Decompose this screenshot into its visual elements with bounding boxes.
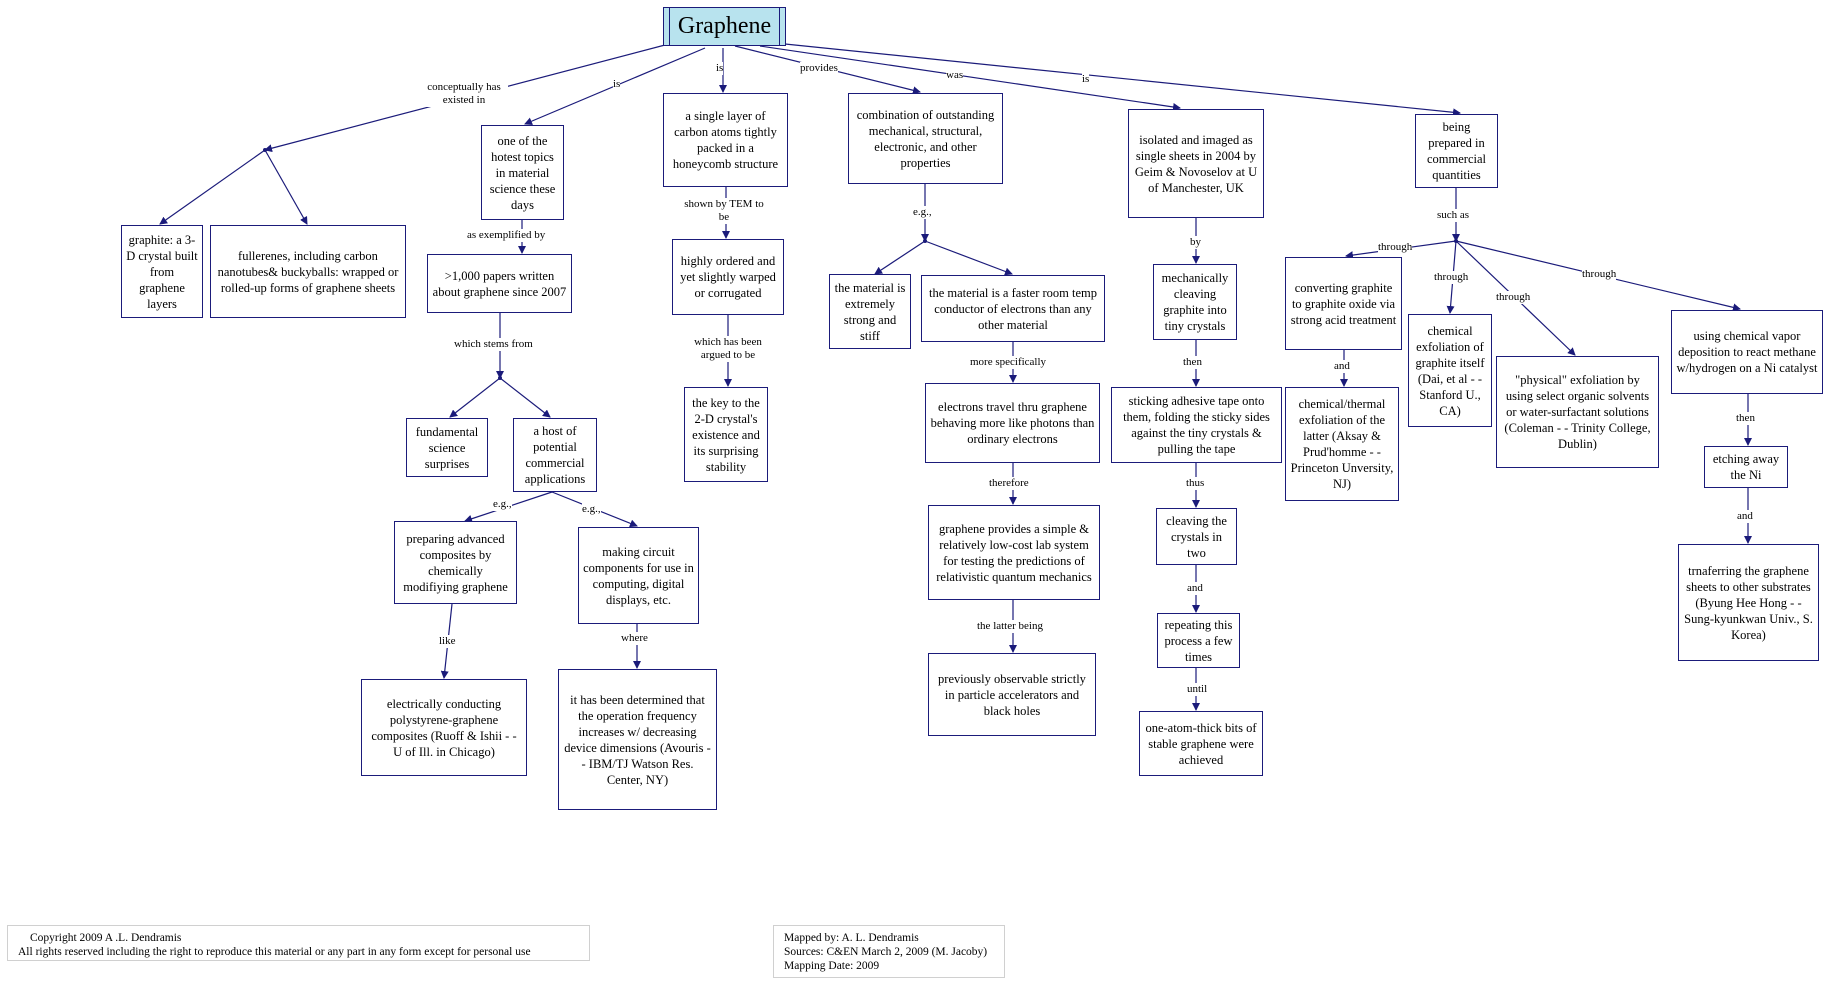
link-label: through	[1378, 241, 1413, 254]
link-label: and	[1334, 360, 1350, 373]
node-fullerenes[interactable]: fullerenes, including carbon nanotubes& …	[210, 225, 406, 318]
link-label: which stems from	[454, 338, 533, 351]
link-label: shown by TEM to be	[683, 198, 765, 224]
node-faster-conductor[interactable]: the material is a faster room temp condu…	[921, 275, 1105, 342]
node-highly-ordered[interactable]: highly ordered and yet slightly warped o…	[672, 239, 784, 315]
link-label: where	[621, 632, 648, 645]
node-mechanical-cleaving[interactable]: mechanically cleaving graphite into tiny…	[1153, 264, 1237, 340]
node-one-atom[interactable]: one-atom-thick bits of stable graphene w…	[1139, 711, 1263, 776]
link-label: through	[1496, 291, 1531, 304]
node-commercial-quantities[interactable]: being prepared in commercial quantities	[1415, 114, 1498, 188]
link-label: like	[439, 635, 456, 648]
link-label: through	[1582, 268, 1617, 281]
link-label: then	[1736, 412, 1755, 425]
link-label: is	[613, 78, 621, 91]
node-vapor-deposition[interactable]: using chemical vapor deposition to react…	[1671, 310, 1823, 394]
node-chemical-exfoliation[interactable]: chemical exfoliation of graphite itself …	[1408, 314, 1492, 427]
link-label: conceptually has existed in	[420, 81, 508, 107]
node-observable[interactable]: previously observable strictly in partic…	[928, 653, 1096, 736]
link-label: and	[1187, 582, 1203, 595]
link-label: through	[1434, 271, 1469, 284]
node-hottest-topics[interactable]: one of the hotest topics in material sci…	[481, 125, 564, 220]
link-label: e.g.,	[493, 498, 512, 511]
link-label: is	[716, 62, 724, 75]
link-label: and	[1737, 510, 1753, 523]
node-circuit[interactable]: making circuit components for use in com…	[578, 527, 699, 624]
mapped-by: Mapped by: A. L. Dendramis	[784, 932, 919, 944]
node-graphite-oxide[interactable]: converting graphite to graphite oxide vi…	[1285, 257, 1402, 350]
link-label: the latter being	[977, 620, 1043, 633]
link-label: e.g.,	[913, 206, 932, 219]
link-label: thus	[1186, 477, 1205, 490]
link-label: until	[1187, 683, 1208, 696]
node-electrons-photons[interactable]: electrons travel thru graphene behaving …	[925, 383, 1100, 463]
link-label: is	[1082, 73, 1090, 86]
sources: Sources: C&EN March 2, 2009 (M. Jacoby)	[784, 946, 988, 958]
sources-note: Mapped by: A. L. Dendramis Sources: C&EN…	[773, 925, 1005, 978]
node-etching[interactable]: etching away the Ni	[1704, 446, 1788, 488]
link-label: by	[1190, 236, 1201, 249]
node-composites[interactable]: preparing advanced composites by chemica…	[394, 521, 517, 604]
link-label: was	[946, 69, 964, 82]
node-lab-system[interactable]: graphene provides a simple & relatively …	[928, 505, 1100, 600]
node-isolated[interactable]: isolated and imaged as single sheets in …	[1128, 109, 1264, 218]
node-fundamental[interactable]: fundamental science surprises	[406, 418, 488, 477]
node-single-layer[interactable]: a single layer of carbon atoms tightly p…	[663, 93, 788, 187]
link-label: as exemplified by	[467, 229, 546, 242]
copyright-line-2: All rights reserved including the right …	[18, 946, 531, 958]
mapping-date: Mapping Date: 2009	[784, 960, 880, 972]
link-label: such as	[1437, 209, 1470, 222]
node-adhesive-tape[interactable]: sticking adhesive tape onto them, foldin…	[1111, 387, 1282, 463]
node-physical-exfoliation[interactable]: "physical" exfoliation by using select o…	[1496, 356, 1659, 468]
link-label: more specifically	[970, 356, 1047, 369]
node-graphite[interactable]: graphite: a 3-D crystal built from graph…	[121, 225, 203, 318]
node-repeating[interactable]: repeating this process a few times	[1157, 613, 1240, 668]
node-transfer[interactable]: trnaferring the graphene sheets to other…	[1678, 544, 1819, 661]
node-frequency[interactable]: it has been determined that the operatio…	[558, 669, 717, 810]
link-label: then	[1183, 356, 1202, 369]
copyright-line-1: Copyright 2009 A .L. Dendramis	[30, 932, 182, 944]
root-node-graphene[interactable]: Graphene	[663, 7, 786, 46]
link-label: therefore	[989, 477, 1029, 490]
link-label: which has been argued to be	[684, 336, 772, 362]
link-label: e.g.,	[582, 503, 601, 516]
copyright-note: Copyright 2009 A .L. Dendramis All right…	[7, 925, 590, 961]
node-strong-stiff[interactable]: the material is extremely strong and sti…	[829, 274, 911, 349]
node-combination[interactable]: combination of outstanding mechanical, s…	[848, 93, 1003, 184]
node-papers[interactable]: >1,000 papers written about graphene sin…	[427, 254, 572, 313]
node-cleaving-two[interactable]: cleaving the crystals in two	[1156, 508, 1237, 565]
node-commercial-apps[interactable]: a host of potential commercial applicati…	[513, 418, 597, 492]
link-label: provides	[800, 62, 838, 75]
node-polystyrene[interactable]: electrically conducting polystyrene-grap…	[361, 679, 527, 776]
node-thermal-exfoliation[interactable]: chemical/thermal exfoliation of the latt…	[1285, 387, 1399, 501]
node-key-crystal[interactable]: the key to the 2-D crystal's existence a…	[684, 387, 768, 482]
